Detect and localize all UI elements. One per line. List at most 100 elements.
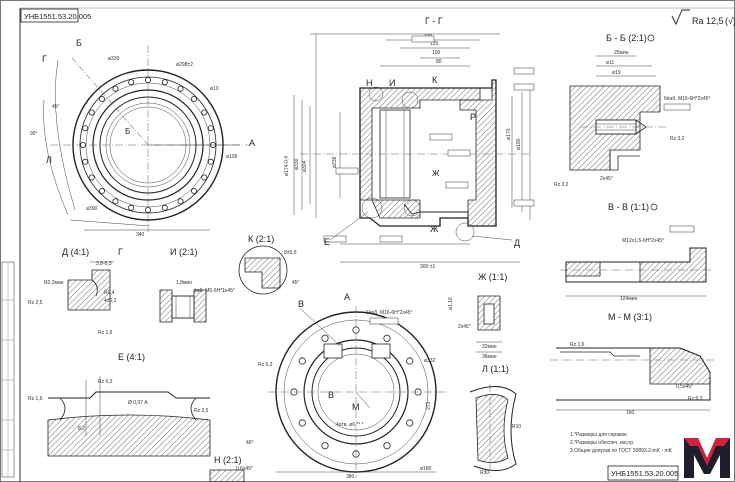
svg-text:Rz 2,5: Rz 2,5 <box>194 408 209 414</box>
svg-text:45°: 45° <box>52 104 60 110</box>
label-l-1: Л <box>46 155 52 165</box>
dim-380: 380 <box>346 474 355 480</box>
svg-text:ёаб. M6-6H*1x45°: ёаб. M6-6H*1x45° <box>194 288 235 294</box>
svg-text:ø390: ø390 <box>86 206 98 212</box>
dim-340: 340 <box>136 232 145 238</box>
svg-text:300 ±1: 300 ±1 <box>420 264 435 270</box>
svg-text:8±0,5: 8±0,5 <box>284 250 297 256</box>
label-g-1: Г <box>42 54 47 64</box>
dim-125: 125 <box>430 41 439 47</box>
bolt-hole <box>128 79 135 86</box>
label-g-2: Г <box>118 247 123 257</box>
svg-text:ø238: ø238 <box>332 156 338 168</box>
label-m-1: М <box>352 402 360 412</box>
label-b-2: Б <box>125 127 130 136</box>
svg-text:ø1,16: ø1,16 <box>448 297 454 310</box>
svg-text:36мин: 36мин <box>482 354 497 360</box>
svg-text:ø180: ø180 <box>420 466 432 472</box>
svg-text:ø298±2: ø298±2 <box>176 62 193 68</box>
svg-text:3,8-0,3: 3,8-0,3 <box>96 261 112 267</box>
svg-text:Rz 1,6: Rz 1,6 <box>28 396 43 402</box>
title-bb: Б - Б (2:1) <box>606 33 647 43</box>
svg-text:ø304: ø304 <box>302 160 308 172</box>
view-n: Н (2:1) 0,6x45° <box>209 455 253 482</box>
svg-text:R0,4: R0,4 <box>104 290 115 296</box>
title-n: Н (2:1) <box>214 455 242 465</box>
front-view: 340 ø330 ø298±2 ø390 45° 90° Г Б Б Л А ø… <box>30 38 255 238</box>
bolt-hole <box>298 357 306 365</box>
svg-text:90°: 90° <box>30 131 38 137</box>
bolt-hole <box>82 158 89 165</box>
view-d: Д (4:1) Г 3,8-0,3 R0,2мин R0,4 4±0,2 Rz … <box>28 247 123 336</box>
svg-text:8,2: 8,2 <box>78 426 85 432</box>
bolt-hole <box>99 187 106 194</box>
stamp-code-bottom: УНБ1551.53.20.005 <box>611 469 678 478</box>
svg-text:R0,2мин: R0,2мин <box>44 280 64 286</box>
svg-text:Rz 1,6: Rz 1,6 <box>98 330 113 336</box>
section-gg: Г - Г 125 100 80 120 <box>284 16 535 270</box>
svg-text:Rz 6,3: Rz 6,3 <box>98 379 113 385</box>
svg-text:2x45°: 2x45° <box>600 176 613 182</box>
bolt-hole <box>112 198 119 205</box>
bolt-hole <box>406 357 414 365</box>
title-l: Л (1:1) <box>482 364 509 374</box>
bolt-hole <box>321 334 329 342</box>
label-a-1: А <box>249 138 255 148</box>
bolt-hole <box>88 109 95 116</box>
label-zh-2: Ж <box>430 224 439 234</box>
svg-text:Rz 6,3: Rz 6,3 <box>258 362 273 368</box>
m-logo-icon: M <box>682 434 732 480</box>
bolt-hole <box>406 419 414 427</box>
view-vv: В - В (1:1) 124мин M12x1,5-6H*2x45° <box>560 202 712 302</box>
title-a: А <box>344 292 350 302</box>
bolt-hole <box>177 198 184 205</box>
bolt-hole <box>201 174 208 181</box>
label-r-1: Р <box>470 112 476 122</box>
view-k: К (2:1) 8±0,5 45° <box>238 234 300 295</box>
label-n-1: Н <box>366 78 373 88</box>
title-zh: Ж (1:1) <box>478 272 507 282</box>
svg-text:R30: R30 <box>480 470 489 476</box>
bolt-hole <box>82 125 89 132</box>
dim-160: 160 <box>626 410 635 416</box>
bolt-hole <box>207 125 214 132</box>
svg-text:ø190: ø190 <box>516 138 522 150</box>
svg-text:Ø 0,07 А: Ø 0,07 А <box>128 400 148 406</box>
bolt-hole <box>144 206 151 213</box>
label-zh-1: Ж <box>432 169 440 178</box>
view-i: И (2:1) 1,8мин ёаб. M6-6H*1x45° <box>159 247 235 323</box>
note-2: 2.*Размеры обеспеч. инстр. <box>570 440 634 446</box>
bolt-hole <box>177 85 184 92</box>
bolt-hole <box>99 96 106 103</box>
bolt-hole <box>190 187 197 194</box>
svg-text:1,8мин: 1,8мин <box>176 280 192 286</box>
label-v-1: В <box>298 299 304 309</box>
svg-text:Rz 3,2: Rz 3,2 <box>670 136 685 142</box>
svg-text:6ёаб. M16-6H*2x45°: 6ёаб. M16-6H*2x45° <box>664 96 711 102</box>
svg-text:6ёаб. M16-6H*2x45°: 6ёаб. M16-6H*2x45° <box>366 310 413 316</box>
bolt-hole <box>190 96 197 103</box>
bolt-hole <box>128 204 135 211</box>
bolt-hole <box>383 442 391 450</box>
view-l: Л (1:1) R10 R30 <box>469 364 521 476</box>
bolt-hole <box>298 419 306 427</box>
title-e: Е (4:1) <box>118 352 145 362</box>
view-e: Е (4:1) Rz 6,3 Ø 0,07 А Rz 1,6 Rz 2,5 8,… <box>28 352 211 457</box>
svg-text:ø330: ø330 <box>294 158 300 170</box>
roughness-symbol: Ra 12,5 (√) <box>671 9 735 26</box>
bolt-hole <box>321 442 329 450</box>
svg-text:124мин: 124мин <box>620 296 638 302</box>
bolt-hole <box>207 158 214 165</box>
svg-text:272: 272 <box>426 401 432 410</box>
label-k-1: К <box>432 75 438 85</box>
bolt-hole <box>144 77 151 84</box>
title-gg: Г - Г <box>425 16 443 26</box>
note-3: 3.Общие допуски по ГОСТ 30893.2-mK - mK <box>570 448 673 454</box>
svg-text:ø174-0,4: ø174-0,4 <box>284 156 290 176</box>
svg-text:Rz 2,5: Rz 2,5 <box>28 300 43 306</box>
title-vv: В - В (1:1) <box>608 202 649 212</box>
document-stamp-top: УНБ1551.53.20.005 <box>20 8 91 23</box>
svg-text:Rz 6,3: Rz 6,3 <box>688 396 703 402</box>
svg-text:ø170: ø170 <box>506 128 512 140</box>
